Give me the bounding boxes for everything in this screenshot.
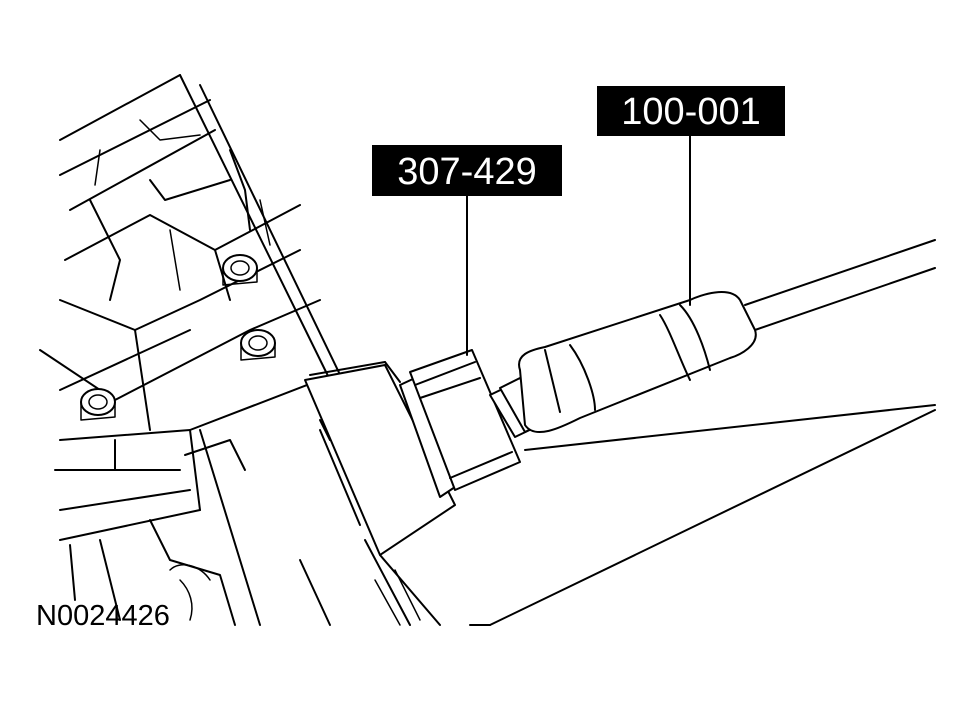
slide-hammer-100-001: [489, 239, 936, 438]
reference-lines: [469, 404, 936, 626]
callout-box: [597, 86, 785, 136]
callout-307-429: 307-429: [372, 145, 562, 196]
bolt-boss: [222, 254, 258, 286]
callout-100-001: 100-001: [597, 86, 785, 136]
callout-label: 307-429: [397, 151, 536, 193]
seal-installer-307-429: [399, 349, 521, 498]
bolt-boss: [240, 329, 276, 361]
bolt-boss: [80, 388, 116, 421]
callout-box: [372, 145, 562, 196]
transmission-case: [39, 74, 346, 626]
figure-id: N0024426: [36, 600, 170, 632]
callout-label: 100-001: [621, 91, 760, 133]
extension-housing: [184, 361, 456, 626]
